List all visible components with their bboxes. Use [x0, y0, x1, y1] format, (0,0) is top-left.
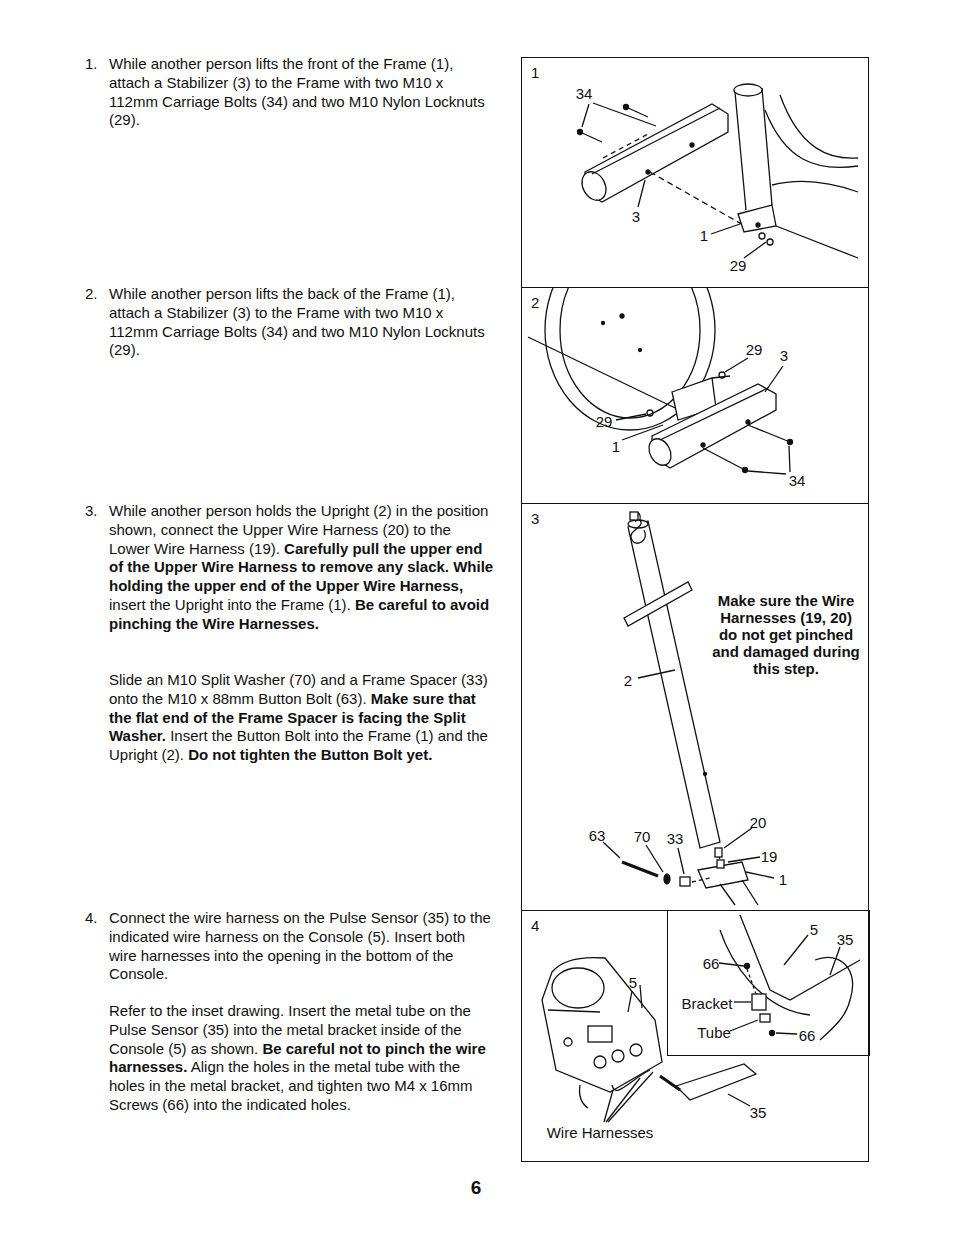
instruction-text: While another person lifts the back of t… [109, 285, 485, 358]
callout-number: 5 [629, 974, 637, 991]
callout-number: 3 [780, 347, 788, 364]
step-number: 4. [85, 909, 98, 926]
step-number: 4 [531, 917, 539, 934]
frame-bracket-3 [698, 848, 758, 905]
callout-number: 29 [730, 257, 747, 274]
callout-number: 35 [750, 1104, 767, 1121]
step-panel: 1 [521, 57, 869, 288]
step-number: 1 [531, 64, 539, 81]
upright [624, 512, 720, 848]
frame-front [734, 84, 858, 258]
step-panel: 3Make sure the Wire Harnesses (19, 20) d… [521, 503, 869, 911]
callout-number: 2 [624, 672, 632, 689]
instruction-text: While another person lifts the front of … [109, 55, 485, 128]
instruction-paragraph: Slide an M10 Split Washer (70) and a Fra… [109, 671, 494, 765]
callout-label: 66 [799, 1026, 816, 1043]
step-number: 1. [85, 55, 98, 72]
instruction-paragraph: Refer to the inset drawing. Insert the m… [109, 1002, 494, 1115]
callout-number: 1 [700, 227, 708, 244]
callout-number: 1 [612, 438, 620, 455]
inset-panel: 53566BracketTube66 [667, 910, 870, 1056]
callout-number: 1 [779, 871, 787, 888]
caution-note: Make sure the Wire Harnesses (19, 20) do… [711, 592, 861, 677]
instruction-text: Connect the wire harness on the Pulse Se… [109, 909, 491, 982]
instruction-text: insert the Upright into the Frame (1). [109, 596, 351, 613]
callout-number: 70 [634, 828, 651, 845]
callout-label: 35 [837, 930, 854, 947]
step-number: 3. [85, 502, 98, 519]
flywheel [528, 288, 715, 430]
step-number: 3 [531, 510, 539, 527]
carriage-bolts [578, 103, 657, 142]
instruction-paragraph: Connect the wire harness on the Pulse Se… [109, 909, 494, 984]
callout-number: 3 [632, 208, 640, 225]
step-number: 2 [531, 294, 539, 311]
instruction-paragraph: While another person holds the Upright (… [109, 502, 494, 634]
page-number: 6 [471, 1179, 482, 1196]
callout-number: 29 [746, 341, 763, 358]
callout-label: Tube [697, 1023, 731, 1040]
console [542, 958, 662, 1092]
instruction-warning: Do not tighten the Button Bolt yet. [188, 746, 432, 763]
callout-label: Bracket [682, 994, 733, 1011]
leaders-2 [616, 358, 790, 474]
callout-number: 33 [667, 830, 684, 847]
stabilizer-rear [645, 372, 793, 473]
step-number: 2. [85, 285, 98, 302]
leaders-1 [638, 180, 766, 258]
callout-number: Wire Harnesses [547, 1124, 654, 1141]
step-panel: 2 [521, 287, 869, 504]
callout-label: 66 [703, 954, 720, 971]
stabilizer-front [577, 104, 745, 226]
callout-number: 29 [596, 413, 613, 430]
callout-number: 19 [761, 848, 778, 865]
button-bolt-washer-spacer [603, 828, 774, 886]
callout-number: 20 [750, 814, 767, 831]
inset-detail [719, 915, 860, 1040]
callout-label: 5 [810, 920, 818, 937]
callout-number: 63 [589, 827, 606, 844]
callout-number: 34 [789, 472, 806, 489]
callout-number: 34 [576, 85, 593, 102]
instruction-paragraph: While another person lifts the front of … [109, 55, 494, 130]
instruction-paragraph: While another person lifts the back of t… [109, 285, 494, 360]
